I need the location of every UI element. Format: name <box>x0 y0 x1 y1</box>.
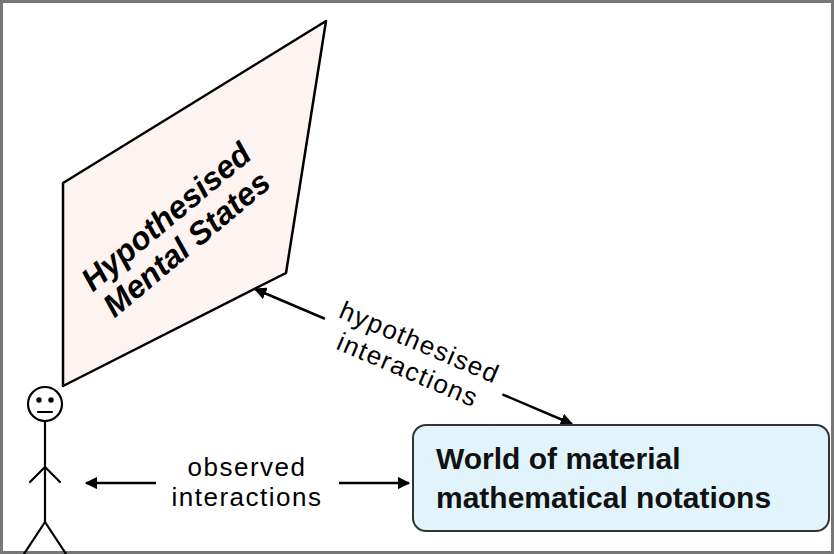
figure-arms <box>30 467 60 482</box>
interaction-arrow <box>255 289 572 424</box>
figure-body <box>44 421 46 522</box>
stick-figure <box>22 387 68 554</box>
figure-head <box>28 387 62 421</box>
figure-eye <box>49 398 52 401</box>
edge-label: hypothesised interactions <box>312 289 515 423</box>
notation-world-box: World of material mathematical notations <box>412 424 830 532</box>
mental-states-sign: Hypothesised Mental States <box>60 18 330 390</box>
figure-mouth <box>38 411 52 413</box>
figure-eye <box>37 398 40 401</box>
arrow-label: observed interactions <box>156 451 339 515</box>
sign-shape <box>63 21 326 386</box>
figure-legs <box>22 522 68 554</box>
box-text: World of material mathematical notations <box>436 439 810 517</box>
